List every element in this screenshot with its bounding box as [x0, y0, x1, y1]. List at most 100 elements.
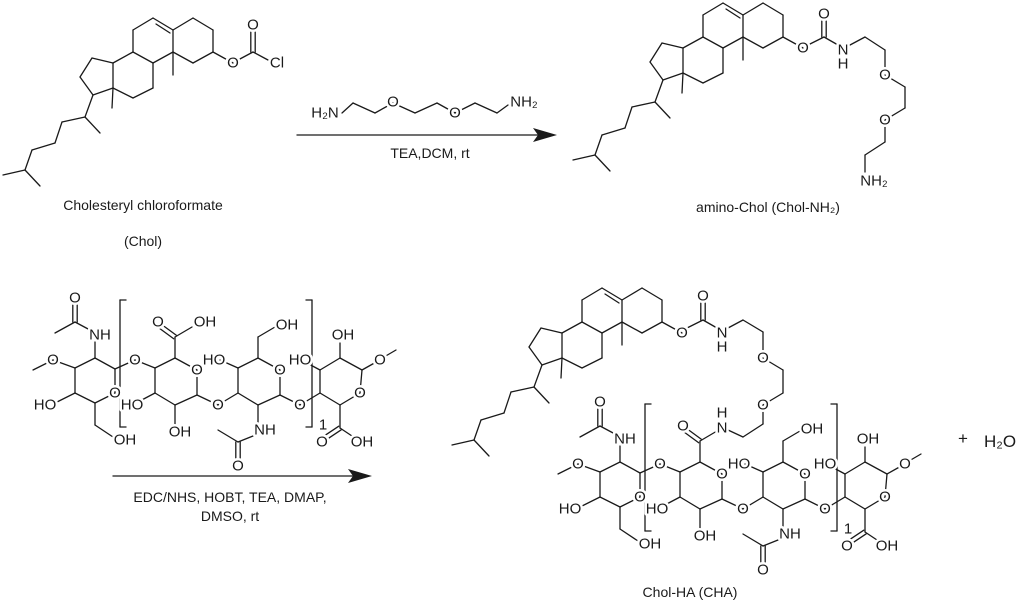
bond [155, 23, 171, 34]
bond [679, 461, 701, 473]
bond [374, 102, 394, 114]
bond [744, 463, 764, 473]
ester-oxygen: O [797, 40, 809, 57]
bond [884, 107, 906, 121]
glycosidic-oxygen: O [819, 501, 831, 518]
bond [742, 2, 764, 16]
acetamido-nh: NH [779, 526, 801, 543]
bond [654, 101, 671, 119]
glycosidic-oxygen: O [294, 397, 306, 414]
glycosidic-oxygen: O [129, 352, 141, 369]
chlorine: Cl [270, 55, 284, 72]
bond [319, 357, 341, 371]
bond [782, 36, 804, 49]
bond [621, 321, 643, 334]
hydroxyl: OH [694, 528, 717, 545]
bond [132, 87, 154, 99]
byproduct-water: H₂O [984, 432, 1016, 451]
glycosidic-oxygen: O [737, 501, 749, 518]
bond [541, 357, 563, 366]
bond [237, 51, 254, 61]
bond [54, 321, 76, 334]
bond [699, 430, 718, 442]
bond [662, 496, 681, 507]
bond [533, 386, 550, 404]
bond [561, 357, 583, 369]
bond [639, 463, 661, 474]
ring-oxygen: O [191, 362, 203, 379]
bond [252, 51, 269, 61]
bond [279, 394, 301, 406]
hydroxyl: HO [728, 456, 751, 473]
bond [621, 287, 643, 301]
bond [217, 392, 239, 406]
bond [850, 533, 867, 545]
hydroxyl: HO [814, 456, 837, 473]
bond [257, 357, 281, 371]
bond [2, 169, 26, 176]
bond [727, 319, 744, 329]
hydroxyl: HO [289, 352, 312, 369]
bond [74, 392, 96, 404]
bond [641, 287, 663, 301]
bond [91, 57, 114, 64]
bond [111, 87, 114, 109]
bond [864, 496, 886, 510]
bond [661, 42, 684, 49]
ring-oxygen: O [879, 489, 891, 506]
bond [237, 435, 254, 443]
reactant1-name: Cholesteryl chloroformate [63, 197, 223, 213]
bond [94, 392, 116, 404]
bond [339, 357, 363, 371]
bond [352, 102, 376, 114]
ester-oxygen: O [227, 55, 239, 72]
carbamate-h: H [717, 339, 728, 356]
ether-oxygen: O [387, 94, 399, 111]
ring-oxygen: O [354, 385, 366, 402]
bond [61, 116, 86, 123]
bond [79, 76, 94, 96]
bond [577, 463, 601, 473]
bond [659, 463, 681, 473]
bond [742, 533, 764, 547]
hydroxyl: OH [801, 421, 824, 438]
bond [662, 72, 684, 81]
bond [339, 392, 361, 406]
bond [762, 36, 784, 49]
bond [699, 461, 723, 475]
bond [683, 431, 700, 444]
reactant1-abbr: (Chol) [124, 233, 162, 249]
amide-n: N [717, 420, 728, 437]
bond [31, 142, 56, 151]
bond [824, 496, 846, 510]
bond [212, 51, 234, 64]
bond [721, 498, 744, 510]
bond [581, 321, 603, 334]
carbonyl-oxygen: O [841, 538, 853, 555]
reagent1-conditions: TEA,DCM, rt [390, 145, 469, 161]
carbamate-n: N [717, 325, 728, 342]
bond [112, 51, 134, 64]
bond [237, 357, 259, 369]
bond [886, 464, 904, 475]
bond [572, 154, 596, 161]
bond [319, 392, 341, 406]
bond [533, 364, 543, 388]
bond [361, 360, 379, 371]
bond [762, 461, 784, 473]
methoxy-oxygen: O [572, 456, 584, 473]
carbamate-h: H [838, 56, 849, 73]
hydroxyl: HO [559, 501, 582, 518]
bond [414, 102, 438, 114]
bond [649, 61, 664, 81]
bond [451, 439, 475, 446]
bond [359, 369, 363, 394]
bond [679, 496, 701, 510]
bond [649, 42, 663, 63]
ether-oxygen: O [757, 397, 769, 414]
bond [619, 461, 641, 474]
amine-left: H₂N [311, 105, 339, 122]
bond [864, 531, 878, 541]
bond [702, 319, 718, 329]
